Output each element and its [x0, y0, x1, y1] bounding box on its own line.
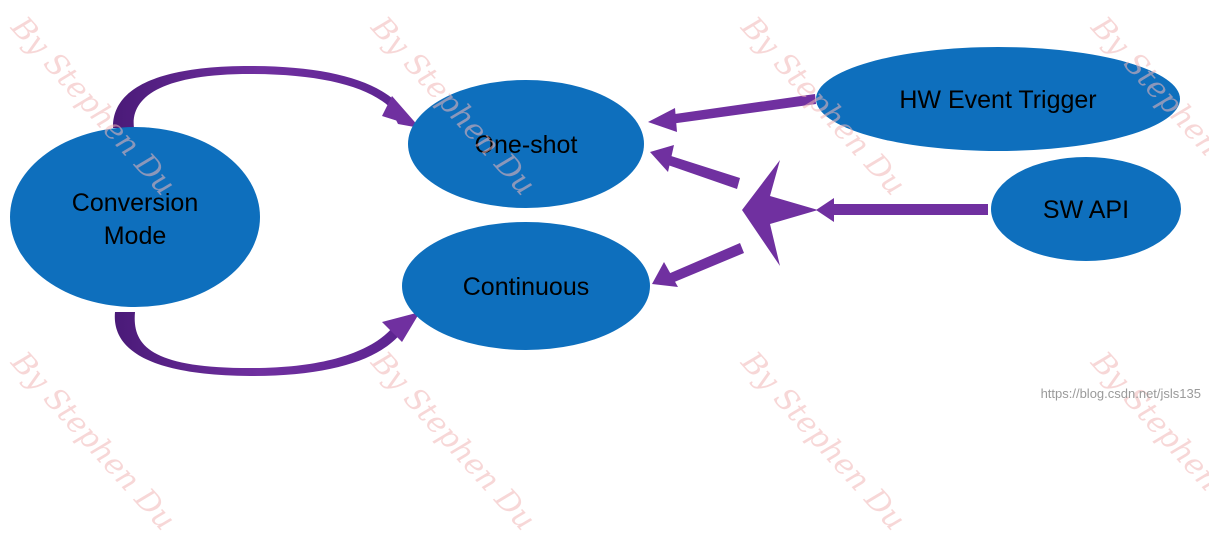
arrow-merge-to-continuous [652, 243, 744, 287]
node-continuous: Continuous [402, 222, 650, 350]
node-one-shot-label: One-shot [475, 131, 578, 159]
arrow-merge-to-one-shot [650, 145, 740, 189]
node-one-shot: One-shot [408, 80, 644, 208]
merge-arrowhead [742, 160, 818, 266]
node-conversion-mode-line1: Conversion [72, 189, 198, 217]
diagram-canvas: Conversion Mode One-shot Continuous HW E… [10, 47, 1181, 376]
curved-arrow-to-one-shot [112, 66, 420, 128]
node-conversion-mode: Conversion Mode [10, 127, 260, 307]
node-continuous-label: Continuous [463, 273, 589, 301]
node-hw-event-trigger-label: HW Event Trigger [899, 86, 1096, 114]
node-hw-event-trigger: HW Event Trigger [816, 47, 1180, 151]
source-credit: https://blog.csdn.net/jsls135 [1040, 386, 1201, 401]
node-sw-api-label: SW API [1043, 196, 1129, 224]
node-sw-api: SW API [991, 157, 1181, 261]
arrow-sw-api-to-merge [816, 198, 988, 222]
arrow-hw-to-one-shot [648, 94, 816, 132]
node-conversion-mode-line2: Mode [104, 222, 167, 250]
curved-arrow-to-continuous [114, 312, 420, 376]
